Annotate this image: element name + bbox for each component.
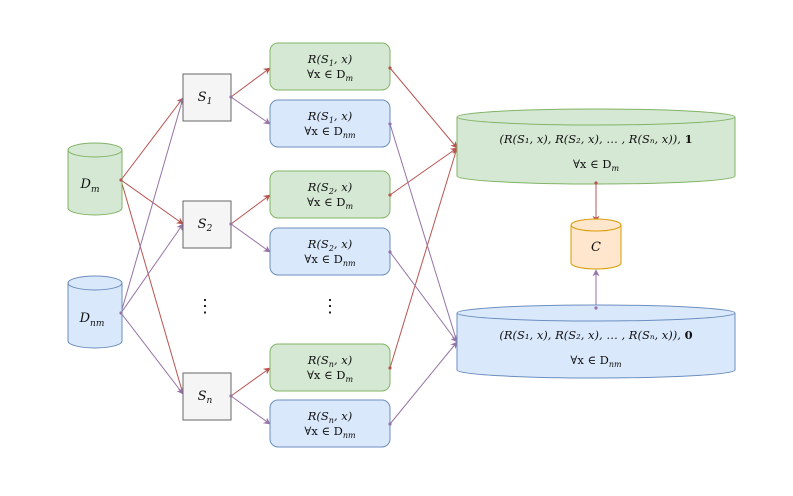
svg-text:R(Sn, x): R(Sn, x) [307, 353, 352, 369]
selector-sn-label: Sn [198, 389, 213, 406]
svg-text:∀x ∈ Dm: ∀x ∈ Dm [307, 67, 353, 83]
edge-r2nm-aggnm [389, 251, 458, 343]
edge-dm-s1 [120, 97, 184, 181]
selector-s2-label: S2 [198, 217, 213, 234]
selector-s2: S2 [182, 200, 232, 249]
svg-text:∀x ∈ Dnm: ∀x ∈ Dnm [304, 124, 356, 140]
selector-s1-label: S1 [198, 90, 213, 107]
svg-text:R(S2, x): R(S2, x) [307, 180, 352, 196]
edge-dnm-sn [120, 312, 184, 395]
classifier-c: C [570, 218, 622, 270]
aggregate-nm-tuple: (R(S₁, x), R(S₂, x), … , R(Sₙ, x)), 0 [499, 328, 692, 342]
edge-r1nm-aggnm [389, 123, 459, 343]
selector-ellipsis: ⋮ [196, 296, 214, 317]
edge-r1m-aggm [389, 67, 458, 149]
svg-text:R(S2, x): R(S2, x) [307, 237, 352, 253]
edge-dnm-s1 [120, 97, 185, 314]
edge-s1-r1m [230, 67, 271, 98]
result-sn-nm: R(Sn, x) ∀x ∈ Dnm [269, 399, 391, 448]
dataset-dnm: Dnm [67, 275, 123, 349]
dataset-dm-label: Dm [80, 177, 100, 195]
edge-r2m-aggm [389, 147, 458, 196]
edge-dm-s2 [120, 179, 184, 225]
svg-text:∀x ∈ Dnm: ∀x ∈ Dnm [304, 424, 356, 440]
svg-text:R(S1, x): R(S1, x) [307, 109, 352, 125]
edge-dnm-s2 [120, 223, 184, 314]
edge-rnnm-aggnm [389, 341, 458, 425]
result-ellipsis: ⋮ [321, 296, 339, 317]
aggregate-m: (R(S₁, x), R(S₂, x), … , R(Sₙ, x)), 1 ∀x… [456, 108, 736, 185]
aggregate-m-quant: ∀x ∈ Dm [573, 157, 619, 173]
edge-s1-r1nm [230, 96, 271, 125]
classifier-label: C [591, 240, 601, 255]
svg-text:R(Sn, x): R(Sn, x) [307, 409, 352, 425]
edge-sn-rnm [230, 367, 271, 397]
result-s2-nm: R(S2, x) ∀x ∈ Dnm [269, 227, 391, 276]
edge-s2-r2m [230, 194, 271, 225]
result-s1-nm: R(S1, x) ∀x ∈ Dnm [269, 99, 391, 148]
aggregate-m-tuple: (R(S₁, x), R(S₂, x), … , R(Sₙ, x)), 1 [499, 132, 692, 146]
edge-rnm-aggm [389, 147, 459, 369]
connection-dots [119, 66, 598, 426]
dataset-dnm-label: Dnm [79, 311, 105, 329]
aggregate-nm-quant: ∀x ∈ Dnm [570, 353, 622, 369]
result-sn-m: R(Sn, x) ∀x ∈ Dm [269, 343, 391, 392]
svg-text:R(S1, x): R(S1, x) [307, 52, 352, 68]
edge-s2-r2nm [230, 223, 271, 253]
aggregate-nm: (R(S₁, x), R(S₂, x), … , R(Sₙ, x)), 0 ∀x… [456, 304, 736, 379]
svg-text:∀x ∈ Dnm: ∀x ∈ Dnm [304, 252, 356, 268]
selector-sn: Sn [182, 372, 232, 421]
selector-s1: S1 [182, 73, 232, 122]
edges [120, 67, 600, 425]
edge-dm-sn [120, 179, 185, 395]
svg-text:∀x ∈ Dm: ∀x ∈ Dm [307, 195, 353, 211]
svg-text:∀x ∈ Dm: ∀x ∈ Dm [307, 368, 353, 384]
result-s2-m: R(S2, x) ∀x ∈ Dm [269, 170, 391, 219]
edge-sn-rnnm [230, 395, 271, 425]
dataset-dm: Dm [67, 142, 123, 216]
result-s1-m: R(S1, x) ∀x ∈ Dm [269, 42, 391, 91]
